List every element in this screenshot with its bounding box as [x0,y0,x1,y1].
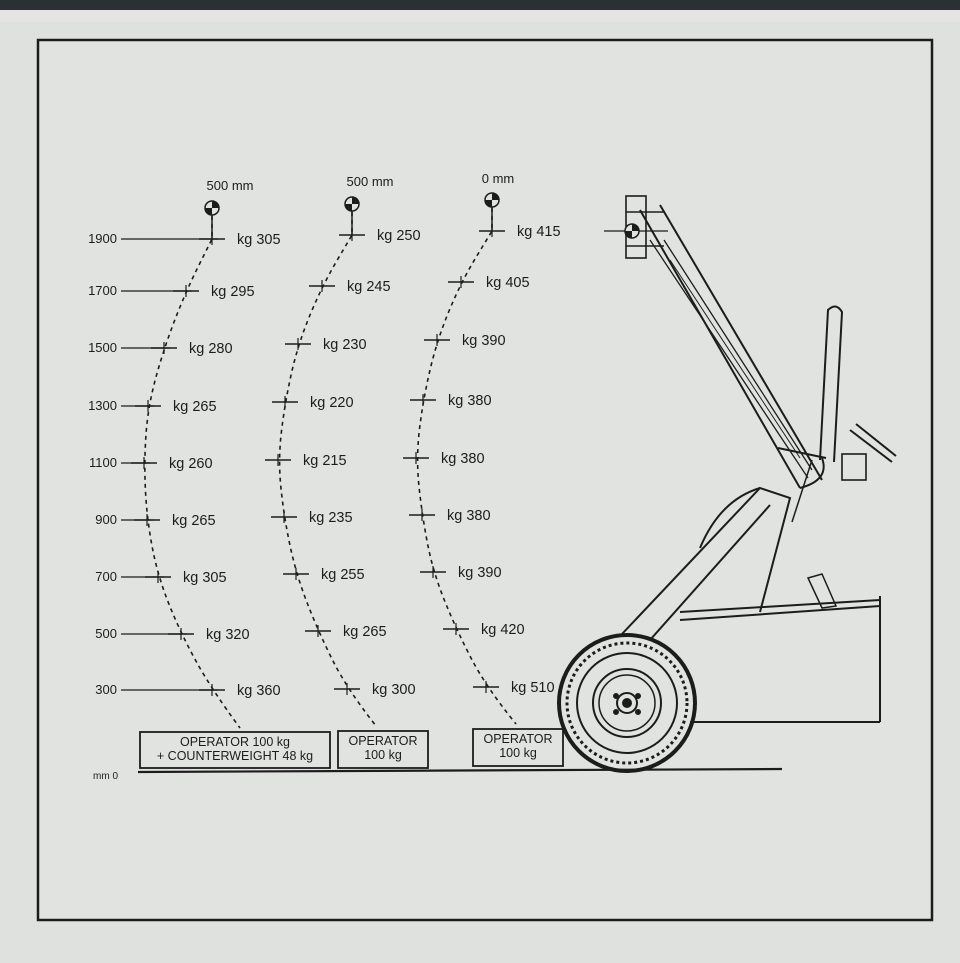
load-columns: 500 mm kg 305 kg 295 kg 280 kg 265 kg 260 kg 2… [131,171,564,769]
operator-load-text: OPERATOR 100 kg [180,735,290,749]
load-capacity-label: kg 280 [189,341,233,357]
load-capacity-label: kg 510 [511,680,555,696]
load-capacity-label: kg 230 [323,337,367,353]
center-of-gravity-quadrant [352,197,359,204]
height-label: 1500 [88,340,117,355]
load-capacity-label: kg 300 [372,682,416,698]
load-capacity-label: kg 265 [173,399,217,415]
operator-load-box [472,728,564,767]
height-label: 1700 [88,283,117,298]
center-of-gravity-quadrant [485,200,492,207]
diagram-frame [36,38,934,922]
load-capacity-label: kg 255 [321,567,365,583]
load-column: 500 mm kg 250 kg 245 kg 230 kg 220 kg 215 kg 2… [265,174,429,769]
load-capacity-label: kg 305 [183,570,227,586]
load-center-offset-label: 500 mm [207,178,254,193]
operator-load-box [337,730,429,769]
load-capacity-label: kg 380 [441,451,485,467]
height-label: 500 [95,626,117,641]
operator-load-text: OPERATOR [484,732,553,746]
sheet-top-light [0,10,960,22]
load-capacity-label: kg 260 [169,456,213,472]
operator-load-text: 100 kg [364,748,402,762]
forklift-mast-drawing [604,195,827,523]
tiller-handle-drawing [819,305,897,481]
load-capacity-label: kg 235 [309,510,353,526]
wheel-drawing [557,633,697,773]
load-capacity-label: kg 390 [458,565,502,581]
operator-load-text: 100 kg [499,746,537,760]
load-capacity-label: kg 405 [486,275,530,291]
load-column: 500 mm kg 305 kg 295 kg 280 kg 265 kg 260 kg 2… [131,178,331,769]
center-of-gravity-quadrant [492,193,499,200]
load-capacity-label: kg 215 [303,453,347,469]
center-of-gravity-quadrant [345,204,352,211]
load-capacity-label: kg 265 [172,513,216,529]
height-label: 1300 [88,398,117,413]
load-capacity-label: kg 305 [237,232,281,248]
load-center-offset-label: 500 mm [347,174,394,189]
load-capacity-label: kg 380 [447,508,491,524]
height-label: 1100 [89,455,117,470]
load-capacity-label: kg 250 [377,228,421,244]
baseline-label: mm 0 [93,771,118,782]
forklift-drawing [557,195,897,773]
load-capacity-label: kg 415 [517,224,561,240]
load-capacity-label: kg 380 [448,393,492,409]
center-of-gravity-quadrant [205,208,212,215]
load-center-offset-label: 0 mm [482,171,515,186]
chassis-drawing [621,486,881,723]
load-capacity-label: kg 420 [481,622,525,638]
load-column: 0 mm kg 415 kg 405 kg 390 kg 380 kg 380 kg 380… [403,171,564,767]
operator-load-text: OPERATOR [349,734,418,748]
height-label: 700 [95,569,117,584]
load-capacity-label: kg 245 [347,279,391,295]
height-label: 1900 [88,231,117,246]
operator-load-text: + COUNTERWEIGHT 48 kg [157,749,313,763]
height-label: 300 [95,682,117,697]
operator-load-box [139,731,331,769]
load-capacity-label: kg 265 [343,624,387,640]
height-label: 900 [95,512,117,527]
center-of-gravity-quadrant [212,201,219,208]
center-of-gravity-symbol [624,223,640,239]
load-capacity-label: kg 220 [310,395,354,411]
load-capacity-label: kg 295 [211,284,255,300]
ground-line [137,767,783,774]
load-capacity-label: kg 360 [237,683,281,699]
load-capacity-label: kg 320 [206,627,250,643]
load-capacity-label: kg 390 [462,333,506,349]
